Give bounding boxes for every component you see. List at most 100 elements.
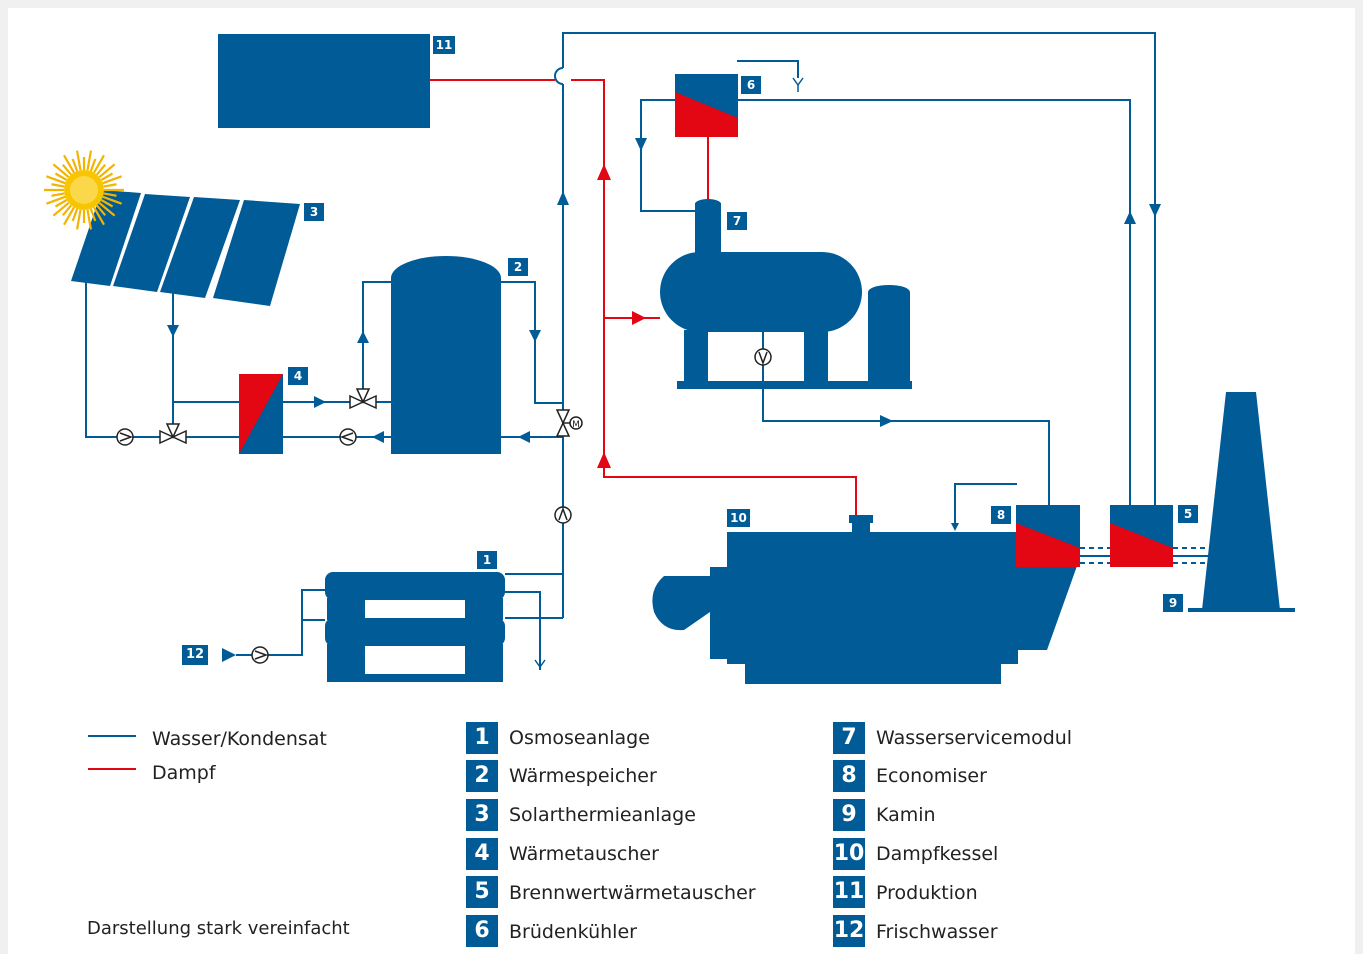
drain-osmosis [534, 659, 546, 669]
sun-ray [86, 209, 93, 230]
water-lines [85, 32, 1156, 670]
feed-pump-to-economiser [762, 365, 1050, 505]
sun-ray [54, 199, 68, 208]
solar-panel-4 [213, 200, 300, 306]
condenser-vent [737, 60, 799, 78]
storage-right-loop [500, 281, 563, 404]
sun-ray [103, 183, 117, 188]
legend-water-label: Wasser/Kondensat [152, 728, 327, 750]
economiser-8 [1016, 505, 1080, 567]
condenser-to-exchanger5 [737, 99, 1131, 505]
sun-ray [98, 202, 116, 217]
solar-collector [71, 190, 300, 306]
sun-ray [75, 150, 82, 171]
sun-ray [100, 199, 114, 208]
sun-ray [63, 206, 75, 226]
arrow-condenser-down [635, 138, 647, 151]
key-number-8: 8 [833, 760, 865, 792]
sun-ray [93, 154, 105, 174]
pump-fresh-water [251, 646, 269, 664]
key-number-9: 9 [833, 799, 865, 831]
arrow-solar-down [167, 325, 179, 337]
valve-solar-3way [159, 423, 187, 445]
sun-ray [96, 164, 107, 176]
svg-text:M: M [572, 420, 580, 430]
tag-vapor-condenser: 6 [741, 76, 761, 94]
key-label-4: Wärmetauscher [509, 843, 659, 865]
pump-solar [116, 428, 134, 446]
key-label-1: Osmoseanlage [509, 727, 650, 749]
tag-solar: 3 [304, 203, 324, 221]
steam-main [571, 79, 857, 515]
steam-boiler [652, 515, 1077, 684]
legend-steam-line [88, 768, 136, 770]
key-number-10: 10 [833, 838, 865, 870]
fresh-water-to-osmosis [267, 589, 325, 656]
arrow-storage-down [529, 330, 541, 342]
sun-ray [98, 163, 116, 178]
tag-osmosis: 1 [477, 551, 497, 569]
sun-ray [86, 150, 93, 171]
key-label-7: Wasserservicemodul [876, 727, 1073, 749]
key-label-5: Brennwertwärmetauscher [509, 882, 756, 904]
sun-ray [100, 172, 114, 181]
sun-ray [103, 192, 117, 197]
sun-ray [61, 164, 72, 176]
key-number-12: 12 [833, 915, 865, 947]
arrow-exchanger5-up [1124, 211, 1136, 224]
key-label-9: Kamin [876, 804, 936, 826]
valve-storage-3way [349, 388, 377, 410]
arrow-to-storage [518, 431, 530, 443]
pump-service-module [754, 348, 772, 366]
key-number-5: 5 [466, 876, 498, 908]
arrow-to-pump [372, 431, 384, 443]
sun-ray [46, 195, 66, 205]
tag-fresh-water: 12 [182, 645, 208, 665]
key-number-4: 4 [466, 838, 498, 870]
arrow-fresh-water [222, 648, 236, 662]
sun-ray [51, 183, 65, 188]
osmosis-plant [325, 572, 505, 682]
arrow-steam-up-1 [597, 164, 611, 180]
solar-panel-3 [160, 197, 240, 298]
production-block [218, 34, 430, 128]
tag-condensing-exchanger: 5 [1178, 505, 1198, 523]
arrow-to-economiser [880, 415, 893, 427]
sun-ray [89, 208, 97, 222]
riser-top-run [562, 32, 1156, 505]
sun-ray [54, 172, 68, 181]
pumps [116, 348, 772, 664]
condensing-exchanger-5 [1110, 505, 1173, 567]
flue-gas-duct [1080, 547, 1210, 564]
key-number-11: 11 [833, 876, 865, 908]
solar-panel-1 [71, 190, 141, 286]
arrow-exchanger5-down [1149, 204, 1161, 217]
solar-return-line [85, 278, 125, 438]
sun-ray [46, 175, 66, 185]
heat-exchanger-4 [239, 374, 283, 454]
tag-economiser: 8 [991, 506, 1011, 524]
key-number-3: 3 [466, 799, 498, 831]
pump-storage [339, 428, 357, 446]
key-label-11: Produktion [876, 882, 978, 904]
sun-ray [75, 209, 82, 230]
arrow-exchanger-out [314, 396, 326, 408]
tag-heat-storage: 2 [508, 258, 528, 276]
key-label-10: Dampfkessel [876, 843, 999, 865]
key-label-6: Brüdenkühler [509, 921, 637, 943]
sun-ray [102, 195, 122, 205]
water-service-module [660, 199, 912, 389]
economiser-to-boiler [954, 483, 1017, 528]
sun-icon [44, 150, 124, 230]
key-number-7: 7 [833, 722, 865, 754]
solar-panel-2 [113, 194, 190, 292]
sun-ray [52, 163, 70, 178]
sun-ray [89, 158, 97, 172]
sun-ray [102, 175, 122, 185]
tag-chimney: 9 [1163, 594, 1183, 612]
chimney [1188, 392, 1295, 612]
sun-ray [96, 204, 107, 216]
arrow-steam-right [632, 311, 646, 325]
